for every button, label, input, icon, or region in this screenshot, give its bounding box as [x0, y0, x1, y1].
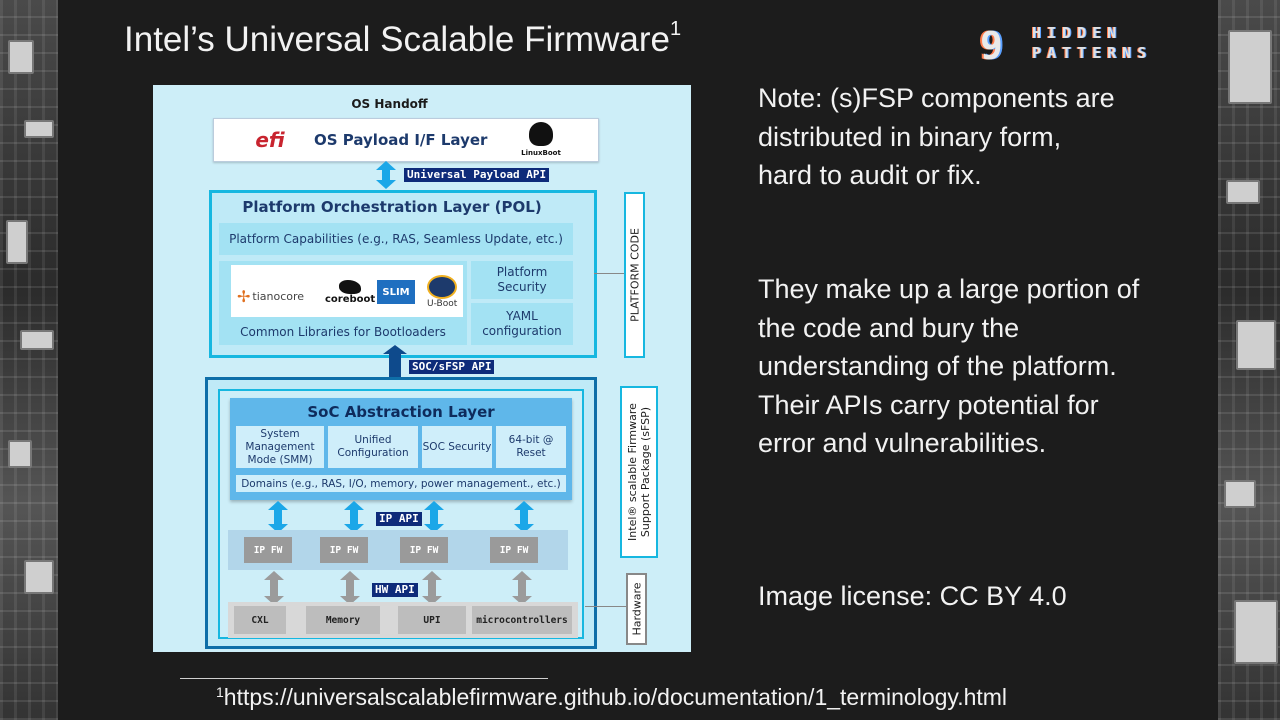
footnote: 1https://universalscalablefirmware.githu…	[216, 684, 1007, 711]
hw-upi: UPI	[398, 606, 466, 634]
hw-api-arrow-3	[422, 571, 442, 605]
sfsp-outer-box: SoC Abstraction Layer System Management …	[205, 377, 597, 649]
note-api-risk: Their APIs carry potential for error and…	[758, 389, 1099, 459]
title-footnote-marker: 1	[669, 18, 682, 40]
yaml-configuration: YAML configuration	[471, 303, 573, 345]
hw-api-arrow-1	[264, 571, 284, 605]
os-payload-layer-label: OS Payload I/F Layer	[314, 131, 488, 149]
os-payload-layer: efi OS Payload I/F Layer LinuxBoot	[213, 118, 599, 162]
soc-cell-unified-config: Unified Configuration	[328, 426, 418, 468]
logo-glyph: 9	[980, 24, 1003, 68]
note-image-license: Image license: CC BY 4.0	[758, 581, 1067, 611]
hw-microcontrollers: microcontrollers	[472, 606, 572, 634]
efi-logo-icon: efi	[255, 128, 285, 152]
domains-bar: Domains (e.g., RAS, I/O, memory, power m…	[236, 475, 566, 492]
note-binary-form: Note: (s)FSP components are distributed …	[758, 83, 1115, 190]
logo-word-1: HIDDEN	[1032, 24, 1123, 42]
platform-code-connector	[594, 273, 624, 274]
circuit-board-strip-left	[0, 0, 58, 720]
coreboot-logo: coreboot	[325, 275, 375, 309]
universal-payload-api-tag: Universal Payload API	[404, 168, 550, 182]
hw-cxl: CXL	[234, 606, 286, 634]
pol-title: Platform Orchestration Layer (POL)	[242, 198, 542, 216]
soc-cell-smm: System Management Mode (SMM)	[236, 426, 324, 468]
uboot-icon	[427, 275, 458, 299]
slide-title: Intel’s Universal Scalable Firmware1	[124, 18, 682, 59]
ip-fw-3: IP FW	[400, 537, 448, 563]
soc-sfsp-api-tag: SOC/sFSP API	[409, 360, 495, 374]
usf-architecture-diagram: OS Handoff efi OS Payload I/F Layer Linu…	[153, 85, 691, 652]
ip-api-arrow-4	[514, 501, 534, 533]
linuxboot-logo-icon: LinuxBoot	[519, 122, 563, 158]
ip-api-arrow-2	[344, 501, 364, 533]
platform-security: Platform Security	[471, 261, 573, 299]
hardware-strip: CXL Memory UPI microcontrollers	[228, 602, 578, 638]
slimbootloader-logo: SLIM	[377, 275, 415, 309]
ip-fw-4: IP FW	[490, 537, 538, 563]
circuit-board-strip-right	[1218, 0, 1280, 720]
hw-api-tag: HW API	[372, 583, 418, 597]
ip-api-arrow-1	[268, 501, 288, 533]
os-handoff-label: OS Handoff	[351, 97, 428, 111]
platform-code-label: PLATFORM CODE	[628, 228, 641, 322]
common-libraries-box: ✢tianocore coreboot SLIM U-Boot Common L…	[219, 261, 467, 345]
hardware-label: Hardware	[630, 582, 643, 636]
ip-fw-1: IP FW	[244, 537, 292, 563]
common-libraries-label: Common Libraries for Bootloaders	[240, 325, 446, 339]
platform-code-box: PLATFORM CODE	[624, 192, 645, 358]
tianocore-star-icon: ✢	[237, 286, 251, 306]
platform-orchestration-layer: Platform Orchestration Layer (POL) Platf…	[209, 190, 597, 358]
universal-payload-arrow	[376, 161, 396, 189]
hardware-connector	[585, 606, 626, 607]
sfsp-inner-frame: SoC Abstraction Layer System Management …	[218, 389, 584, 639]
soc-abstraction-layer-title: SoC Abstraction Layer	[307, 403, 495, 421]
bootloader-logos: ✢tianocore coreboot SLIM U-Boot	[231, 265, 463, 317]
ip-api-tag: IP API	[376, 512, 422, 526]
hidden-patterns-logo: 9 HIDDEN PATTERNS	[980, 24, 1200, 68]
hardware-label-box: Hardware	[626, 573, 647, 645]
platform-capabilities: Platform Capabilities (e.g., RAS, Seamle…	[219, 223, 573, 255]
hw-api-arrow-2	[340, 571, 360, 605]
coreboot-icon	[339, 279, 362, 294]
footnote-divider	[180, 678, 548, 679]
soc-cell-soc-security: SOC Security	[422, 426, 492, 468]
linuxboot-label: LinuxBoot	[521, 149, 561, 157]
footnote-url: https://universalscalablefirmware.github…	[223, 684, 1008, 710]
hw-api-arrow-4	[512, 571, 532, 605]
soc-abstraction-layer: SoC Abstraction Layer System Management …	[230, 398, 572, 500]
tianocore-logo: ✢tianocore	[237, 286, 305, 306]
footnote-marker: 1	[216, 684, 224, 700]
note-code-portion: They make up a large portion of the code…	[758, 274, 1140, 459]
logo-word-2: PATTERNS	[1032, 44, 1153, 62]
ip-fw-2: IP FW	[320, 537, 368, 563]
soc-cell-64bit-reset: 64-bit @ Reset	[496, 426, 566, 468]
ip-fw-strip: IP FW IP FW IP FW IP FW	[228, 530, 568, 570]
ip-api-arrow-3	[424, 501, 444, 533]
hw-memory: Memory	[306, 606, 380, 634]
uboot-logo: U-Boot	[427, 275, 457, 309]
slide: Intel’s Universal Scalable Firmware1 9 H…	[58, 0, 1218, 720]
